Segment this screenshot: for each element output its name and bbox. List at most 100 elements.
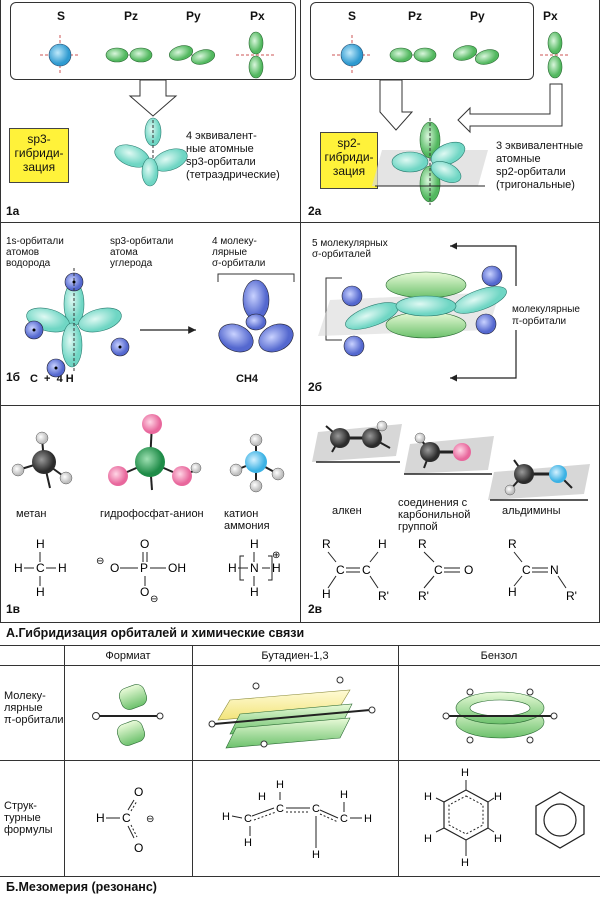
mol-orbitals-label-1: 4 молеку- <box>212 236 257 247</box>
ethylene-orbitals <box>318 242 517 382</box>
svg-text:O: O <box>140 537 149 551</box>
meso-header-line <box>0 665 600 666</box>
hybridization-box-sp2: sp2- гибриди- зация <box>320 132 378 189</box>
c-orbitals-label-2: атома <box>110 247 138 258</box>
px-orbital-1a <box>236 31 276 79</box>
ammonium-model <box>229 433 285 493</box>
merge-arrow-2a <box>379 79 414 131</box>
hybridization-box-sp3: sp3- гибриди- зация <box>9 128 69 183</box>
svg-text:O: O <box>134 841 143 855</box>
benzene-ring-symbol <box>535 791 585 849</box>
svg-text:N: N <box>250 561 259 575</box>
svg-text:OH: OH <box>168 561 186 575</box>
product-label-ch4: CH4 <box>236 373 259 385</box>
sp3-orbital-1a <box>114 117 188 187</box>
row-label-pi-2: лярные <box>4 702 43 714</box>
butadiene-structure: H C H H C H C H C H H <box>222 779 372 861</box>
svg-text:N: N <box>550 563 559 577</box>
row-label-pi-1: Молеку- <box>4 690 46 702</box>
orbital-label-px-2a: Px <box>543 9 558 23</box>
reactants-label: C + 4 H <box>30 373 74 385</box>
col-header-butadiene: Бутадиен-1,3 <box>261 650 329 662</box>
row-label-pi-3: π-орбитали <box>4 714 64 726</box>
h-orbitals-label-3: водорода <box>6 258 51 269</box>
aldimine-model <box>488 459 590 501</box>
svg-text:H: H <box>96 811 105 825</box>
c-orbitals-label-3: углерода <box>110 258 153 269</box>
svg-text:C: C <box>276 803 284 815</box>
svg-text:H: H <box>494 791 502 803</box>
h-orbitals-label-1: 1s-орбитали <box>6 236 64 247</box>
svg-text:O: O <box>110 561 119 575</box>
hydrogenphosphate-model <box>108 414 202 491</box>
alkene-model <box>312 420 402 463</box>
molecule-name-methane: метан <box>16 508 47 520</box>
hyb-box-line-2: гибриди- <box>14 146 64 160</box>
svg-text:H: H <box>424 791 432 803</box>
svg-text:H: H <box>378 537 387 551</box>
svg-text:P: P <box>140 561 148 575</box>
svg-text:⊖: ⊖ <box>146 814 154 825</box>
svg-text:H: H <box>14 561 23 575</box>
svg-text:R: R <box>322 537 331 551</box>
col-header-formate: Формиат <box>105 650 151 662</box>
pz-orbital-1a <box>105 47 153 63</box>
row-label-struct-3: формулы <box>4 824 53 836</box>
sp2-text-4: (тригональные) <box>496 179 575 191</box>
meso-row-line <box>0 760 600 761</box>
left-edge <box>0 0 1 622</box>
hyb2-box-line-2: гибриди- <box>324 150 374 164</box>
svg-text:C: C <box>336 563 345 577</box>
svg-text:C: C <box>36 561 45 575</box>
orbital-label-pz-1a: Pz <box>124 9 139 23</box>
orbital-label-s-1a: S <box>57 9 66 23</box>
orbital-box-2a <box>310 2 534 80</box>
pi-label-1: молекулярные <box>512 304 580 315</box>
svg-text:H: H <box>312 849 320 861</box>
merge-arrow-1a <box>128 79 178 117</box>
pz-orbital-2a <box>389 47 437 63</box>
svg-text:H: H <box>364 813 372 825</box>
svg-text:R: R <box>508 537 517 551</box>
meso-top-line <box>0 645 600 646</box>
svg-text:H: H <box>424 833 432 845</box>
hyb2-box-line-3: зация <box>332 164 366 178</box>
sp3-text-2: ные атомные <box>186 143 254 155</box>
row-divider-1 <box>0 222 600 223</box>
svg-text:H: H <box>272 561 281 575</box>
molecule-name-ammonium: катион аммония <box>224 508 270 532</box>
panel-label-1a: 1a <box>6 204 20 218</box>
benzene-pi-orbitals <box>442 688 558 744</box>
svg-text:H: H <box>461 857 469 869</box>
meso-col-line-2 <box>192 645 193 876</box>
section-a-title: А.Гибридизация орбиталей и химические св… <box>6 626 305 640</box>
svg-text:C: C <box>312 803 320 815</box>
formate-pi-orbitals <box>92 684 164 746</box>
row-label-struct-1: Струк- <box>4 800 37 812</box>
hydrogenphosphate-formula: O P O OH O ⊖ ⊖ <box>96 537 186 605</box>
ammonium-formula: H N H H H ⊕ <box>228 537 281 599</box>
svg-text:H: H <box>244 837 252 849</box>
hyb-box-line-1: sp3- <box>27 132 51 146</box>
methane-model <box>11 431 73 489</box>
panel-label-1v: 1в <box>6 602 21 616</box>
section-b-title: Б.Мезомерия (резонанс) <box>6 880 157 894</box>
sigma-label-2: σ-орбиталей <box>312 249 371 260</box>
svg-text:H: H <box>250 585 259 599</box>
panel-label-2a: 2a <box>308 204 322 218</box>
svg-text:H: H <box>228 561 237 575</box>
formate-structure: H C O O ⊖ <box>96 785 154 855</box>
molecule-name-alkene: алкен <box>332 505 362 517</box>
py-orbital-1a <box>168 45 216 65</box>
svg-text:H: H <box>258 791 266 803</box>
carbonyl-formula: R R' C O <box>418 537 473 603</box>
svg-text:H: H <box>276 779 284 791</box>
c-orbitals-label-1: sp3-орбитали <box>110 236 174 247</box>
svg-text:O: O <box>140 585 149 599</box>
sp2-text-1: 3 эквивалентные <box>496 140 584 152</box>
sp2-text-2: атомные <box>496 153 541 165</box>
px-orbital-2a <box>540 31 570 79</box>
svg-text:R': R' <box>418 589 429 603</box>
svg-text:H: H <box>250 537 259 551</box>
svg-text:C: C <box>340 813 348 825</box>
